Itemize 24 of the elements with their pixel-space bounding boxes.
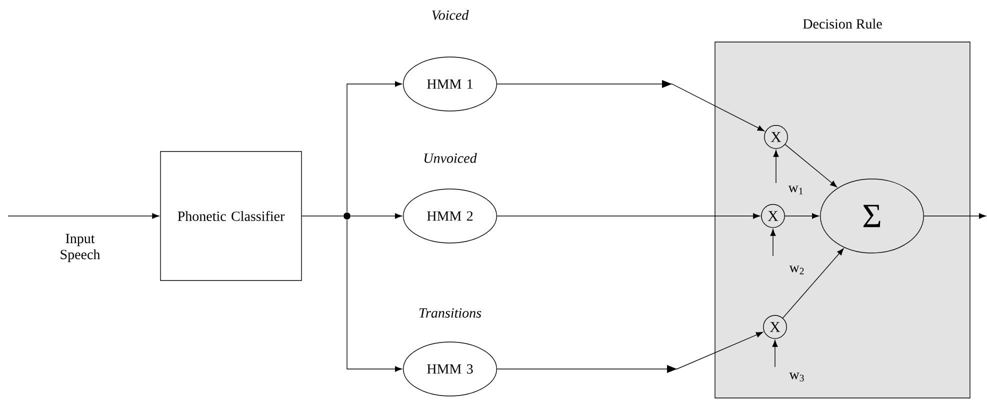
- weight-label: w$_{2}$: [789, 266, 804, 274]
- arrow: [496, 213, 760, 219]
- arrow: [772, 340, 778, 368]
- arrow: [924, 213, 986, 219]
- arrow: [784, 213, 819, 219]
- node-label: Decision Rule: [803, 18, 882, 29]
- category-label: Unvoiced: [424, 153, 477, 163]
- weight-label: w$_{3}$: [789, 372, 804, 382]
- category-label: Transitions: [419, 308, 482, 318]
- edge-label: Input Speech: [49, 232, 112, 264]
- arrow: [782, 248, 844, 318]
- junction-dot: [344, 212, 350, 220]
- arrow: [8, 213, 160, 219]
- weight-label: w$_{1}$: [788, 186, 803, 194]
- arrow: [773, 150, 779, 184]
- arrow: [784, 144, 838, 188]
- arrow: [770, 229, 776, 256]
- arrow: [496, 332, 764, 373]
- arrow: [346, 220, 402, 372]
- category-label: Voiced: [432, 10, 469, 20]
- arrow: [346, 81, 402, 212]
- arrow: [496, 80, 764, 132]
- process-box: Phonetic Classifier: [160, 151, 302, 281]
- arrow: [350, 213, 402, 219]
